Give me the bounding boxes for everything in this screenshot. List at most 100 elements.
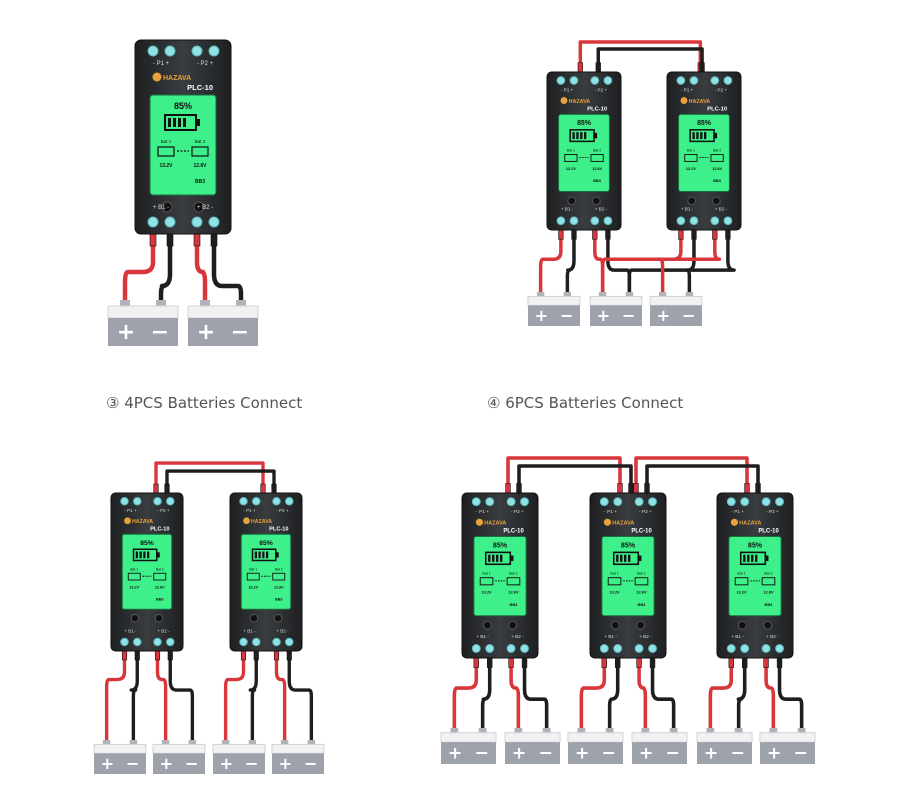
bat1-label: Bat 1 — [567, 148, 575, 152]
bat1-voltage: 13.2V — [566, 167, 576, 171]
brand-logo-icon — [730, 518, 738, 526]
button-right — [273, 614, 283, 623]
bat2-voltage: 12.8V — [636, 590, 647, 595]
battery-plus-sign: + — [220, 754, 234, 773]
terminal-screw — [689, 216, 699, 226]
battery-post-negative — [478, 728, 487, 733]
black-wire — [685, 228, 736, 294]
terminal-screw — [164, 216, 176, 228]
battery-15: +− — [759, 728, 816, 764]
port-label-p1: - P1 + — [561, 87, 574, 92]
battery-10: +− — [440, 728, 497, 764]
port-label-p2: - P2 + — [766, 509, 779, 515]
terminal-screw — [471, 497, 481, 507]
device-code: BB3 — [638, 602, 647, 607]
batteries: +−+−+−+−+−+−+−+−+−+−+−+−+−+−+− — [93, 292, 816, 774]
red-wire — [223, 649, 246, 742]
red-wire — [274, 649, 287, 742]
red-wire — [578, 40, 703, 74]
battery-3: +− — [527, 292, 581, 326]
terminal-screw — [556, 216, 566, 226]
battery-post-positive — [706, 728, 715, 733]
wire-connector — [712, 229, 718, 240]
bat1-label: Bat 1 — [482, 572, 490, 576]
model-name: PLC-10 — [587, 107, 607, 113]
bat2-label: Bat 2 — [156, 567, 164, 571]
bat2-label: Bat 2 — [637, 572, 645, 576]
wire-connector — [633, 483, 639, 494]
wire-connector — [644, 483, 650, 494]
red-wire — [509, 656, 521, 730]
bat1-icon — [157, 146, 175, 157]
brand-logo-icon — [475, 518, 483, 526]
battery-case — [213, 753, 265, 774]
port-label-p2: - P2 + — [595, 87, 608, 92]
bat1-label: Bat 1 — [249, 567, 257, 571]
wire-connector — [286, 650, 292, 661]
device-code: BB3 — [275, 597, 283, 601]
battery-case — [153, 753, 205, 774]
battery-minus-sign: − — [126, 754, 140, 773]
model-name: PLC-10 — [631, 529, 652, 535]
bat2-icon — [272, 572, 286, 581]
wire-connector — [253, 650, 259, 661]
battery-level-bar — [572, 132, 575, 140]
wire-connector — [744, 483, 750, 494]
battery-post-negative — [669, 728, 678, 733]
battery-1: +− — [107, 300, 179, 346]
terminal-screw — [133, 637, 142, 647]
bat1-voltage: 13.2V — [686, 167, 696, 171]
bat1-icon — [607, 577, 622, 586]
terminal-screw — [761, 497, 771, 507]
bat1-voltage: 13.2V — [129, 585, 139, 589]
terminal-screw — [761, 644, 771, 653]
wire-connector — [260, 483, 266, 494]
wire-connector — [628, 483, 634, 494]
terminal-screw — [147, 45, 159, 57]
terminal-screw — [520, 497, 530, 507]
battery-level-bar — [168, 118, 171, 127]
black-wire — [736, 656, 747, 730]
brand-name: HAZAVA — [251, 519, 272, 525]
terminal-screw — [191, 216, 203, 228]
battery-plus-sign: + — [279, 754, 293, 773]
battery-level-bar — [616, 554, 619, 562]
battery-minus-sign: − — [475, 744, 489, 764]
battery-percent: 85% — [621, 542, 636, 550]
bat1-icon — [127, 572, 141, 581]
battery-13: +− — [631, 728, 688, 764]
terminal-screw — [634, 497, 644, 507]
wire-connector — [595, 62, 601, 73]
terminal-screw — [603, 216, 613, 226]
battery-lid — [696, 732, 753, 743]
bat1-label: Bat 1 — [610, 572, 618, 576]
wire-connector — [742, 657, 748, 668]
battery-post-positive — [161, 740, 170, 745]
button-right — [711, 196, 721, 206]
battery-level-bar — [628, 554, 631, 562]
battery-case — [590, 305, 642, 326]
battery-minus-sign: − — [602, 744, 616, 764]
battery-12: +− — [567, 728, 624, 764]
battery-minus-sign: − — [151, 320, 169, 345]
battery-post-negative — [685, 292, 694, 297]
button-left — [687, 196, 697, 206]
battery-post-negative — [605, 728, 614, 733]
button-left — [737, 620, 747, 630]
wire-connector — [134, 650, 140, 661]
wire-connector — [571, 229, 577, 240]
terminal-screw — [648, 644, 658, 653]
red-wire — [658, 228, 722, 294]
battery-lid — [567, 732, 624, 743]
battery-post-positive — [658, 292, 667, 297]
red-wire — [764, 656, 776, 730]
button-right — [508, 620, 518, 630]
model-name: PLC-10 — [503, 529, 524, 535]
port-label-b2: + B2 - — [766, 634, 779, 640]
controllers: - P1 + - P2 + HAZAVA PLC-10 85% Bat 1 Bat 2 13.… — [110, 39, 794, 659]
battery-percent: 85% — [493, 542, 508, 550]
device-code: BB3 — [510, 602, 519, 607]
